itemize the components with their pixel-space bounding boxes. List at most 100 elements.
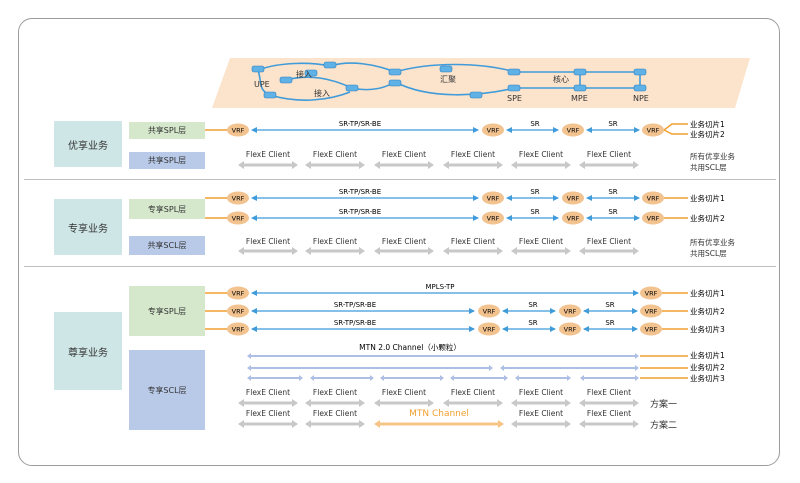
flexe-label: FlexE Client	[587, 150, 631, 159]
flexe-label: FlexE Client	[587, 388, 631, 397]
layer-t2-spl: 专享SPL层	[129, 199, 205, 219]
row-t2-spl: VRF VRF SR-TP/SR-BE SR-TP/SR-BE VRF VRF …	[205, 188, 725, 225]
vrf-label: VRF	[645, 326, 658, 334]
shared-note: 共用SCL层	[690, 249, 727, 258]
flexe-label: FlexE Client	[246, 388, 290, 397]
label-core: 核心	[553, 74, 569, 84]
separator-1	[24, 179, 776, 180]
flexe-label: FlexE Client	[587, 237, 631, 246]
flexe-label: FlexE Client	[313, 409, 357, 418]
sr-label: SR	[608, 188, 617, 196]
flexe-label: FlexE Client	[382, 388, 426, 397]
vrf-label: VRF	[647, 195, 660, 203]
srtp-label: SR-TP/SR-BE	[339, 120, 381, 128]
label-upe: UPE	[254, 80, 270, 89]
tier-dedicated: 专享业务	[54, 199, 122, 255]
label-access-1: 接入	[296, 69, 312, 79]
mtn-channel-bars: MTN 2.0 Channel（小颗粒） 业务切片1 业务切片2 业务切片3	[247, 342, 725, 383]
flexe-label: FlexE Client	[519, 409, 563, 418]
sr-label: SR	[530, 120, 539, 128]
flexe-label: FlexE Client	[519, 150, 563, 159]
layer-t1-scl: 共享SPL层	[129, 152, 205, 169]
flexe-label: FlexE Client	[451, 150, 495, 159]
mplstp-label: MPLS-TP	[426, 283, 455, 291]
srtp-label: SR-TP/SR-BE	[339, 188, 381, 196]
tier-premium-shared: 优享业务	[54, 121, 122, 167]
mtn-label: MTN Channel	[409, 409, 469, 419]
flexe-label: FlexE Client	[246, 409, 290, 418]
layer-t3-spl: 专享SPL层	[129, 286, 205, 336]
slice-label: 业务切片3	[690, 373, 725, 383]
separator-2	[24, 266, 776, 267]
flexe-label: FlexE Client	[519, 237, 563, 246]
label-spe: SPE	[507, 94, 522, 103]
flexe-label: FlexE Client	[451, 237, 495, 246]
sr-label: SR	[605, 319, 614, 327]
vrf-label: VRF	[567, 127, 580, 135]
shared-note: 共用SCL层	[690, 163, 727, 172]
flexe-label: FlexE Client	[313, 388, 357, 397]
srtp-label: SR-TP/SR-BE	[339, 208, 381, 216]
flexe-label: FlexE Client	[246, 237, 290, 246]
flexe-label: FlexE Client	[313, 150, 357, 159]
vrf-label: VRF	[483, 326, 496, 334]
sr-label: SR	[528, 301, 537, 309]
vrf-label: VRF	[487, 215, 500, 223]
vrf-label: VRF	[483, 308, 496, 316]
sr-label: SR	[530, 188, 539, 196]
vrf-label: VRF	[564, 326, 577, 334]
label-access-2: 接入	[314, 88, 330, 98]
flexe-label: FlexE Client	[519, 388, 563, 397]
vrf-label: VRF	[232, 326, 245, 334]
slice-label: 业务切片1	[690, 193, 725, 203]
mtn-channel-arrow	[374, 420, 504, 428]
topology-nodes	[251, 61, 647, 99]
vrf-label: VRF	[645, 290, 658, 298]
flexe-label: FlexE Client	[382, 150, 426, 159]
srtp-label: SR-TP/SR-BE	[334, 319, 376, 327]
mtn-channel-label: MTN 2.0 Channel（小颗粒）	[359, 342, 461, 352]
vrf-label: VRF	[647, 215, 660, 223]
flexe-label: FlexE Client	[451, 388, 495, 397]
slice-label: 业务切片2	[690, 213, 725, 223]
slice-label: 业务切片3	[690, 324, 725, 334]
layer-t3-scl: 专享SCL层	[129, 350, 205, 430]
flexe-label: FlexE Client	[382, 237, 426, 246]
slice-label: 业务切片2	[690, 362, 725, 372]
slice-label: 业务切片2	[690, 306, 725, 316]
flexe-client-arrows	[238, 161, 639, 428]
layer-t2-scl: 共享SCL层	[129, 236, 205, 255]
sr-label: SR	[608, 120, 617, 128]
row-t1-spl: VRF SR-TP/SR-BE VRF SR VRF SR VRF 业务切片1 …	[205, 119, 725, 139]
sr-label: SR	[605, 301, 614, 309]
label-mpe: MPE	[571, 94, 588, 103]
label-npe: NPE	[633, 94, 649, 103]
shared-note: 所有优享业务	[690, 151, 735, 161]
slice-label: 业务切片1	[690, 288, 725, 298]
srtp-label: SR-TP/SR-BE	[334, 301, 376, 309]
slice-label: 业务切片1	[690, 119, 725, 129]
layer-t1-spl: 共享SPL层	[129, 122, 205, 139]
label-aggregation: 汇聚	[440, 75, 456, 84]
vrf-node	[227, 123, 249, 137]
sr-label: SR	[528, 319, 537, 327]
vrf-label: VRF	[232, 195, 245, 203]
vrf-label: VRF	[645, 308, 658, 316]
vrf-label: VRF	[232, 127, 245, 135]
vrf-label: VRF	[487, 195, 500, 203]
vrf-label: VRF	[232, 290, 245, 298]
row-t3-spl: VRF VRF VRF MPLS-TP SR-TP/SR-BE SR-TP/SR…	[205, 283, 725, 336]
vrf-label: VRF	[647, 127, 660, 135]
sr-label: SR	[530, 208, 539, 216]
vrf-label: VRF	[564, 308, 577, 316]
shared-note: 所有优享业务	[690, 237, 735, 247]
scheme-1-label: 方案一	[650, 398, 677, 410]
vrf-label: VRF	[567, 215, 580, 223]
flexe-label: FlexE Client	[313, 237, 357, 246]
topology-background	[212, 58, 750, 108]
slice-label: 业务切片2	[690, 129, 725, 139]
flexe-label: FlexE Client	[587, 409, 631, 418]
flexe-label: FlexE Client	[246, 150, 290, 159]
scheme-2-label: 方案二	[650, 419, 677, 431]
